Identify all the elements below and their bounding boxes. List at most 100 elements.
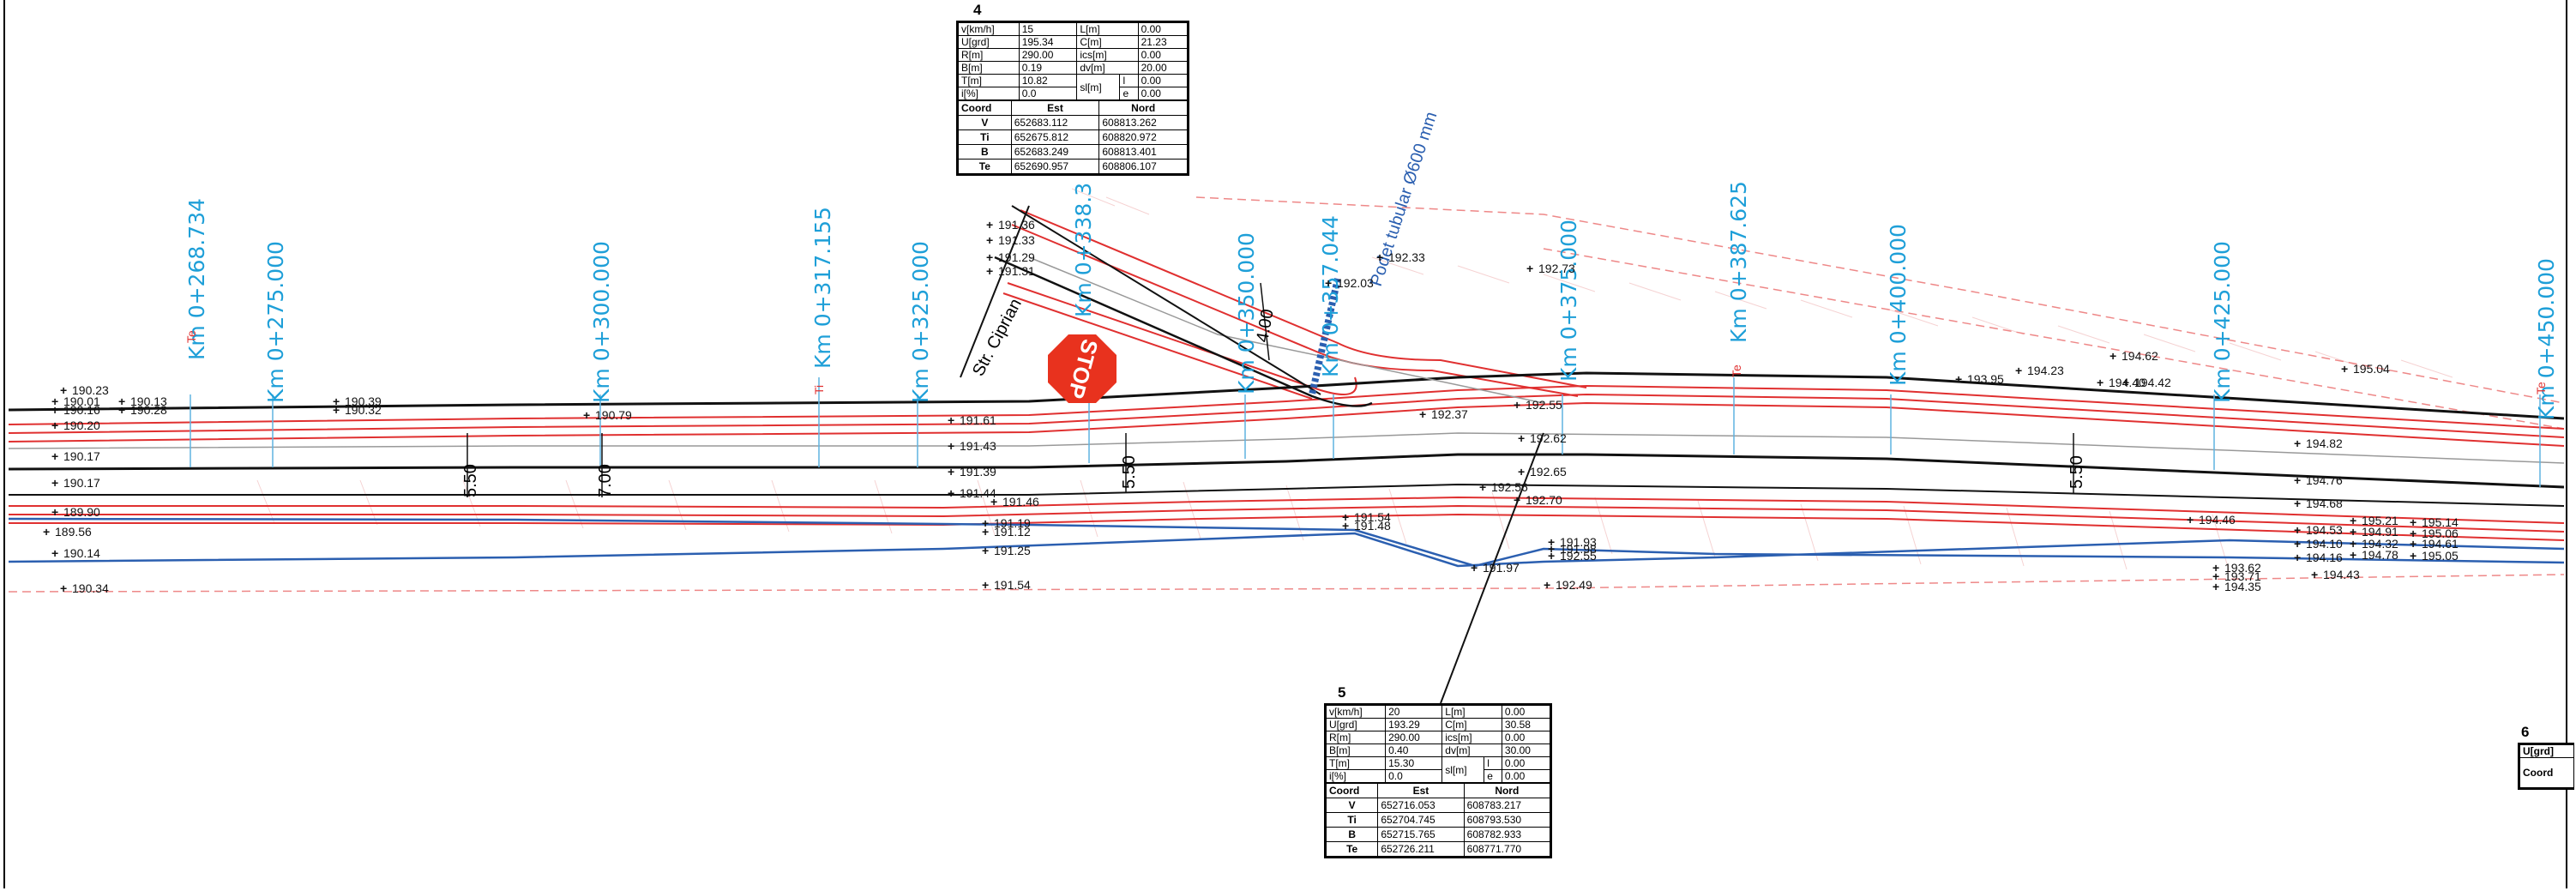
elevation-label: 194.43 bbox=[2323, 568, 2360, 581]
elevation-label: 190.01 bbox=[63, 394, 100, 408]
culvert bbox=[1309, 278, 1341, 395]
elevation-marker: + bbox=[2122, 376, 2129, 389]
elevation-marker: + bbox=[2294, 473, 2301, 487]
elevation-marker: + bbox=[2294, 537, 2301, 551]
elevation-marker: + bbox=[333, 403, 340, 417]
elevation-label: 193.71 bbox=[2224, 569, 2261, 583]
width-label: 5.50 bbox=[1120, 455, 1139, 489]
elevation-marker: + bbox=[2110, 349, 2116, 363]
elevation-label: 191.97 bbox=[1483, 561, 1520, 575]
elevation-label: 192.55 bbox=[1526, 398, 1562, 412]
curve-mark: Te bbox=[184, 330, 198, 343]
chainage-label: Km 0+338.3 bbox=[1071, 183, 1096, 317]
elevation-marker: + bbox=[1471, 561, 1478, 575]
elevation-label: 192.56 bbox=[1491, 480, 1528, 494]
elevation-marker: + bbox=[2294, 523, 2301, 537]
chainage-label: Km 0+268.734 bbox=[184, 198, 209, 360]
elevation-label: 191.43 bbox=[960, 439, 996, 453]
elevation-marker: + bbox=[1514, 493, 1520, 507]
elevation-label: 191.61 bbox=[960, 413, 996, 427]
elevation-marker: + bbox=[986, 218, 993, 232]
elevation-label: 194.23 bbox=[2027, 364, 2064, 377]
elevation-marker: + bbox=[2097, 376, 2104, 389]
width-labels: 5.50 7.00 5.50 5.50 4.00 bbox=[461, 308, 2086, 497]
elevation-marker: + bbox=[51, 418, 58, 432]
table-row: U[grd] bbox=[2519, 744, 2574, 758]
chainage-ticks bbox=[190, 377, 2541, 487]
elevation-label: 190.39 bbox=[345, 394, 382, 408]
elevation-label: 190.14 bbox=[63, 546, 100, 560]
chainage-label: Km 0+375.000 bbox=[1556, 220, 1581, 382]
elevation-marker: + bbox=[333, 394, 340, 408]
elevation-label: 192.73 bbox=[1538, 262, 1575, 275]
curve-params-table: U[grd] Coord bbox=[2519, 744, 2574, 788]
elevation-marker: + bbox=[2350, 514, 2356, 527]
elevation-label: 191.93 bbox=[1560, 535, 1597, 549]
elevation-marker: + bbox=[2294, 551, 2301, 564]
width-label: 5.50 bbox=[461, 464, 480, 497]
table-4-number: 4 bbox=[973, 2, 982, 18]
elevation-label: 194.40 bbox=[2109, 376, 2146, 389]
elevation-label: 194.78 bbox=[2362, 548, 2398, 562]
elevation-label: 191.12 bbox=[994, 525, 1031, 539]
table-6-number: 6 bbox=[2521, 724, 2530, 740]
elevation-marker: + bbox=[1548, 542, 1555, 556]
elevation-label: 191.25 bbox=[994, 544, 1031, 557]
elevation-points: +190.23+190.01+190.13+190.16+190.28+190.… bbox=[43, 218, 2459, 595]
curve-table-6: U[grd] Coord bbox=[2518, 743, 2574, 790]
stop-sign: STOP bbox=[1048, 334, 1116, 403]
elevation-marker: + bbox=[43, 525, 50, 539]
elevation-label: 194.35 bbox=[2224, 580, 2261, 593]
elevation-marker: + bbox=[51, 394, 58, 408]
chainage-label: Km 0+317.155 bbox=[810, 207, 835, 369]
elevation-marker: + bbox=[982, 578, 989, 592]
elevation-marker: + bbox=[986, 250, 993, 264]
elevation-label: 194.32 bbox=[2362, 537, 2398, 551]
chainage-label: Km 0+300.000 bbox=[589, 241, 614, 403]
elevation-label: 192.33 bbox=[1388, 250, 1425, 264]
elevation-label: 189.56 bbox=[55, 525, 92, 539]
elevation-label: 191.39 bbox=[960, 465, 996, 479]
elevation-marker: + bbox=[1419, 407, 1426, 421]
elevation-label: 192.03 bbox=[1337, 276, 1374, 290]
chainage-label: Km 0+400.000 bbox=[1886, 224, 1911, 386]
curve-mark: Te bbox=[2534, 382, 2548, 394]
elevation-label: 194.68 bbox=[2306, 497, 2343, 510]
table-leader-lines bbox=[960, 205, 1544, 704]
elevation-marker: + bbox=[2410, 515, 2417, 529]
elevation-marker: + bbox=[51, 449, 58, 463]
elevation-marker: + bbox=[51, 505, 58, 519]
elevation-marker: + bbox=[2212, 569, 2219, 583]
elevation-marker: + bbox=[2410, 549, 2417, 563]
elevation-marker: + bbox=[1376, 250, 1383, 264]
elevation-marker: + bbox=[948, 486, 954, 500]
elevation-label: 194.76 bbox=[2306, 473, 2343, 487]
elevation-marker: + bbox=[2212, 580, 2219, 593]
elevation-label: 194.10 bbox=[2306, 537, 2343, 551]
elevation-label: 194.62 bbox=[2122, 349, 2158, 363]
width-label: 5.50 bbox=[2067, 455, 2086, 489]
elevation-label: 190.13 bbox=[130, 394, 167, 408]
road-centerlines bbox=[8, 256, 2565, 507]
elevation-label: 191.36 bbox=[998, 218, 1035, 232]
elevation-label: 190.32 bbox=[345, 403, 382, 417]
elevation-marker: + bbox=[982, 516, 989, 530]
elevation-label: 194.46 bbox=[2199, 513, 2236, 527]
elevation-marker: + bbox=[990, 495, 997, 509]
elevation-label: 195.14 bbox=[2422, 515, 2459, 529]
elevation-label: 190.20 bbox=[63, 418, 100, 432]
road-shoulder-lines bbox=[8, 256, 2565, 464]
elevation-marker: + bbox=[2294, 436, 2301, 450]
elevation-label: 194.91 bbox=[2362, 525, 2398, 539]
